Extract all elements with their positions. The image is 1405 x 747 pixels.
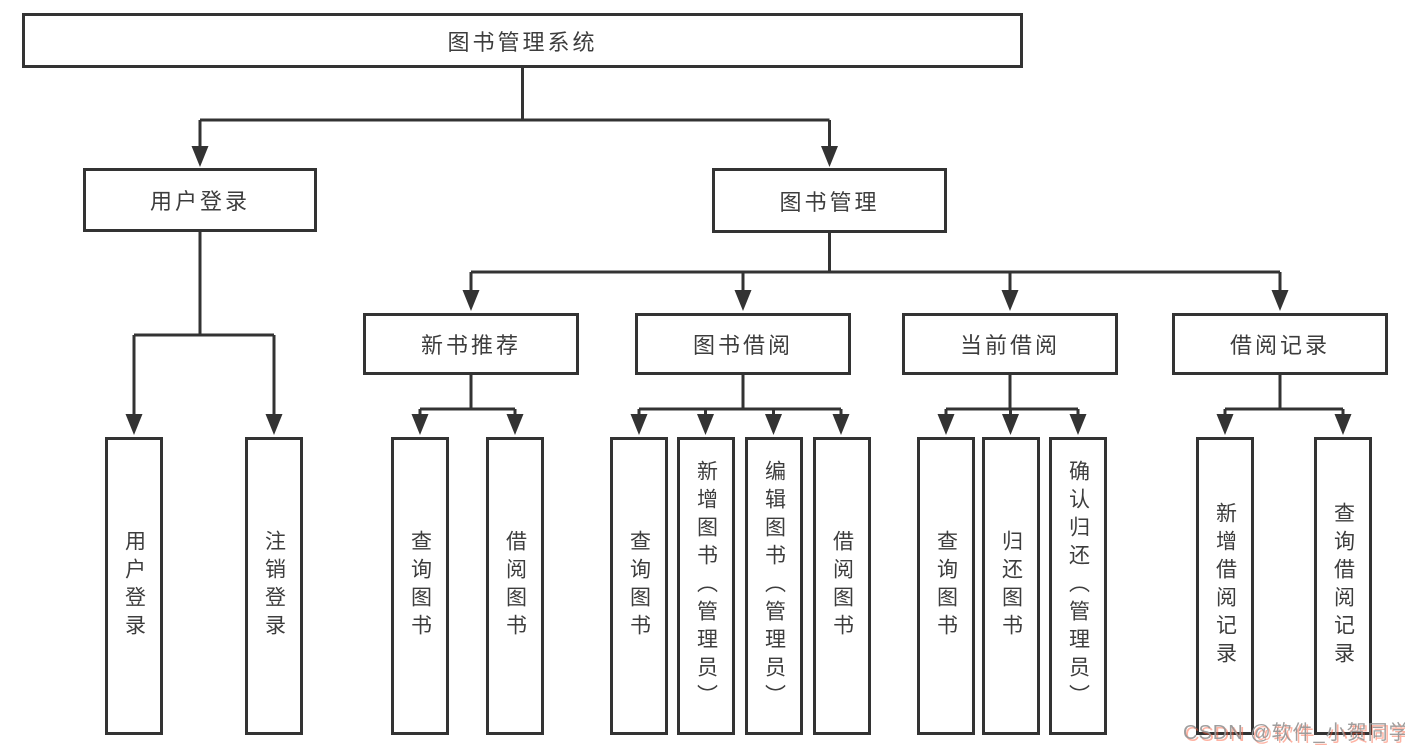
leaf-query-book-1-label: 查询图书	[408, 530, 432, 642]
node-book-management: 图书管理	[712, 168, 947, 233]
node-borrow-record-label: 借阅记录	[1229, 333, 1330, 358]
leaf-edit-book-admin: 编辑图书（管理员）	[745, 437, 803, 735]
leaf-borrow-book-2: 借阅图书	[813, 437, 871, 735]
node-new-book-recommend: 新书推荐	[363, 313, 579, 375]
leaf-borrow-book-2-label: 借阅图书	[830, 530, 854, 642]
leaf-add-book-admin: 新增图书（管理员）	[677, 437, 735, 735]
leaf-add-borrow-record-label: 新增借阅记录	[1213, 502, 1237, 670]
node-user-login-label: 用户登录	[149, 189, 250, 214]
node-book-management-label: 图书管理	[779, 189, 880, 215]
leaf-user-login: 用户登录	[105, 437, 163, 735]
leaf-query-book-2-label: 查询图书	[627, 530, 651, 642]
node-root-label: 图书管理系统	[447, 29, 598, 55]
leaf-borrow-book-1-label: 借阅图书	[503, 530, 527, 642]
leaf-query-book-3: 查询图书	[917, 437, 975, 735]
leaf-return-book-label: 归还图书	[999, 530, 1023, 642]
node-new-book-recommend-label: 新书推荐	[420, 333, 521, 358]
leaf-confirm-return-admin-label: 确认归还（管理员）	[1066, 460, 1090, 712]
arrowheads	[125, 146, 1352, 435]
leaf-confirm-return-admin: 确认归还（管理员）	[1049, 437, 1107, 735]
leaf-query-book-1: 查询图书	[391, 437, 449, 735]
leaf-user-login-label: 用户登录	[122, 530, 146, 642]
node-book-borrow: 图书借阅	[635, 313, 851, 375]
leaf-logout: 注销登录	[245, 437, 303, 735]
leaf-edit-book-admin-label: 编辑图书（管理员）	[762, 460, 786, 712]
leaf-add-book-admin-label: 新增图书（管理员）	[694, 460, 718, 712]
node-borrow-record: 借阅记录	[1172, 313, 1388, 375]
node-current-borrow-label: 当前借阅	[959, 333, 1060, 358]
leaf-logout-label: 注销登录	[262, 530, 286, 642]
leaf-return-book: 归还图书	[982, 437, 1040, 735]
node-book-borrow-label: 图书借阅	[692, 333, 793, 358]
leaf-query-book-3-label: 查询图书	[934, 530, 958, 642]
node-current-borrow: 当前借阅	[902, 313, 1118, 375]
leaf-query-borrow-record: 查询借阅记录	[1314, 437, 1372, 735]
leaf-add-borrow-record: 新增借阅记录	[1196, 437, 1254, 735]
leaf-borrow-book-1: 借阅图书	[486, 437, 544, 735]
node-user-login: 用户登录	[83, 168, 317, 232]
leaf-query-borrow-record-label: 查询借阅记录	[1331, 502, 1355, 670]
watermark: CSDN @软件_小贺同学	[1183, 722, 1405, 744]
node-root: 图书管理系统	[22, 13, 1023, 68]
leaf-query-book-2: 查询图书	[610, 437, 668, 735]
